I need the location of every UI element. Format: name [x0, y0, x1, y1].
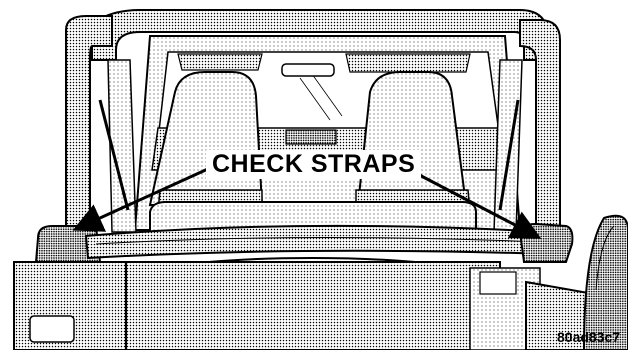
- rear-body: [14, 262, 628, 350]
- figure-id: 80ad83c7: [557, 330, 620, 344]
- check-straps-label: CHECK STRAPS: [206, 150, 421, 179]
